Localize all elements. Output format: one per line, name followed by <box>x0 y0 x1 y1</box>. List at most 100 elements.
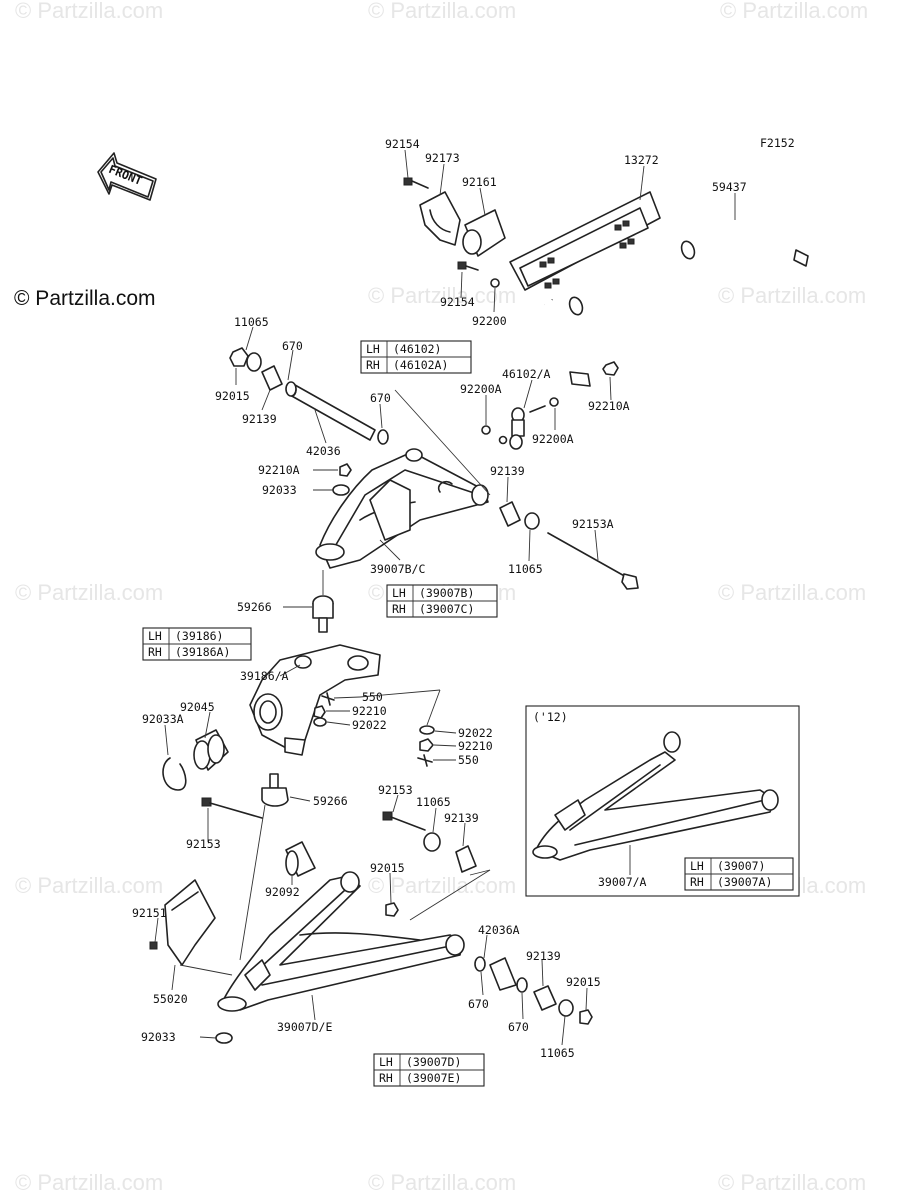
lower-bushings-right <box>474 956 593 1025</box>
part-label: 92015 <box>566 975 601 989</box>
watermark: © Partzilla.com <box>15 0 163 23</box>
stabilizer-holder <box>419 191 461 246</box>
part-label: 46102/A <box>502 367 551 381</box>
cotter-pins <box>313 692 435 767</box>
watermark: © Partzilla.com <box>718 580 866 605</box>
table-rh-value: (46102A) <box>393 358 448 372</box>
table-rh-tag: RH <box>148 645 162 659</box>
watermark: © Partzilla.com <box>15 1170 163 1195</box>
bolt-92153-left <box>201 797 263 819</box>
part-label: 92092 <box>265 885 300 899</box>
part-label: 92153A <box>572 517 614 531</box>
part-label: 39007D/E <box>277 1020 332 1034</box>
part-label: 92200 <box>472 314 507 328</box>
nut-92210A-right <box>602 361 619 376</box>
inset-2012: ('12) <box>525 705 800 897</box>
part-label: 92139 <box>490 464 525 478</box>
part-label: 11065 <box>540 1046 575 1060</box>
part-label: 42036 <box>306 444 341 458</box>
bolt-92153A <box>547 532 639 590</box>
bearing-92045 <box>193 729 229 771</box>
watermark: © Partzilla.com <box>15 873 163 898</box>
part-label: 39007/A <box>598 875 647 889</box>
upper-shaft-42036 <box>287 383 376 441</box>
part-label: 59266 <box>237 600 272 614</box>
table-lh-value: (39007B) <box>419 586 474 600</box>
part-label: 92173 <box>425 151 460 165</box>
ball-joint-lower <box>261 773 289 807</box>
part-label: 92210A <box>258 463 300 477</box>
part-label: 13272 <box>624 153 659 167</box>
part-label: 59266 <box>313 794 348 808</box>
part-label: 92139 <box>242 412 277 426</box>
stabilizer-bracket <box>509 191 661 291</box>
table-lh-value: (39007) <box>717 859 765 873</box>
skid-plate-55020 <box>149 879 216 966</box>
part-label: 92015 <box>215 389 250 403</box>
part-label: 92210 <box>458 739 493 753</box>
part-label: 670 <box>508 1020 529 1034</box>
watermark: © Partzilla.com <box>720 0 868 23</box>
table-46102: LH (46102) RH (46102A) <box>360 340 472 374</box>
table-rh-value: (39186A) <box>175 645 230 659</box>
part-label: 11065 <box>508 562 543 576</box>
table-39186: LH (39186) RH (39186A) <box>142 627 252 661</box>
upper-bushings-left <box>229 347 389 496</box>
table-rh-value: (39007C) <box>419 602 474 616</box>
part-label: 92200A <box>460 382 502 396</box>
stabilizer-bushing <box>462 209 506 257</box>
lower-bushings-left <box>215 841 399 1044</box>
front-arrow-icon: FRONT <box>97 152 157 201</box>
watermark: © Partzilla.com <box>15 580 163 605</box>
part-label: 92022 <box>458 726 493 740</box>
watermark: © Partzilla.com <box>718 283 866 308</box>
table-rh-value: (39007E) <box>406 1071 461 1085</box>
circlip-92033A <box>162 757 187 791</box>
table-lh-value: (39007D) <box>406 1055 461 1069</box>
part-label: 55020 <box>153 992 188 1006</box>
watermark-layer: © Partzilla.com © Partzilla.com © Partzi… <box>15 0 868 1195</box>
part-label: 92210A <box>588 399 630 413</box>
bolt-92153-mid <box>382 811 477 873</box>
part-label: 92161 <box>462 175 497 189</box>
watermark: © Partzilla.com <box>368 283 516 308</box>
lower-a-arm <box>217 871 465 1012</box>
part-label: 92033A <box>142 712 184 726</box>
upper-bushings-right <box>499 501 540 530</box>
watermark: © Partzilla.com <box>368 0 516 23</box>
watermark: © Partzilla.com <box>718 1170 866 1195</box>
ball-joint-upper <box>312 595 334 633</box>
part-label: 92153 <box>186 837 221 851</box>
copyright-text: © Partzilla.com <box>14 287 156 310</box>
table-lh-tag: LH <box>148 629 162 643</box>
table-lh-value: (39186) <box>175 629 223 643</box>
part-label: 670 <box>468 997 489 1011</box>
part-label: 92139 <box>444 811 479 825</box>
table-lh-tag: LH <box>392 586 406 600</box>
part-label: 550 <box>362 690 383 704</box>
part-label: 42036A <box>478 923 520 937</box>
part-label: 92045 <box>180 700 215 714</box>
part-label: 92139 <box>526 949 561 963</box>
part-label: 92154 <box>385 137 420 151</box>
table-rh-tag: RH <box>392 602 406 616</box>
knuckle <box>249 644 381 756</box>
part-label: 92153 <box>378 783 413 797</box>
table-rh-tag: RH <box>366 358 380 372</box>
table-lh-value: (46102) <box>393 342 441 356</box>
table-39007BC: LH (39007B) RH (39007C) <box>386 584 498 618</box>
part-label: 39007B/C <box>370 562 425 576</box>
part-label: 92200A <box>532 432 574 446</box>
inset-title: ('12) <box>533 710 568 724</box>
part-label: 550 <box>458 753 479 767</box>
part-label: 92210 <box>352 704 387 718</box>
part-label: 92151 <box>132 906 167 920</box>
watermark: © Partzilla.com <box>368 873 516 898</box>
leader-lines <box>154 149 736 1046</box>
stabilizer-bar <box>534 217 809 387</box>
part-label: 670 <box>370 391 391 405</box>
part-label: 39186/A <box>240 669 289 683</box>
table-rh-value: (39007A) <box>717 875 772 889</box>
part-label: 92033 <box>262 483 297 497</box>
